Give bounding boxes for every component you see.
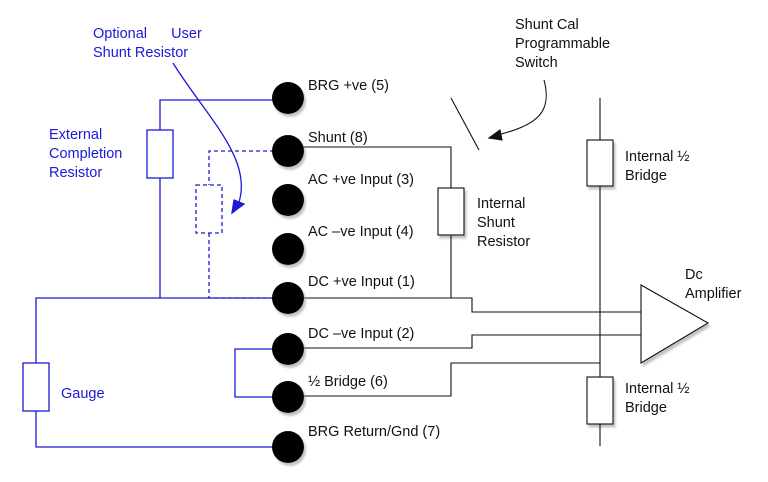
annotation-line: Bridge — [625, 400, 667, 416]
wire-dcpos-to-gauge — [35, 297, 160, 363]
optional-shunt-arrowhead-icon — [231, 199, 246, 215]
internal-shunt-resistor — [437, 187, 465, 236]
wire-shunt-to-optional — [208, 150, 288, 185]
annotation-line: Shunt — [477, 215, 515, 231]
label-ac-pos: AC +ve Input (3) — [308, 172, 414, 188]
annotation-optional-user-shunt: Optional User Shunt Resistor — [93, 26, 202, 61]
annotation-line: Internal ½ — [625, 381, 690, 397]
shunt-cal-arrowhead-icon — [487, 129, 503, 141]
internal-wiring — [288, 79, 710, 449]
optional-user-shunt-resistor — [195, 184, 223, 234]
wire-jumper-dcneg-halfbridge — [234, 348, 288, 398]
label-half-bridge: ½ Bridge (6) — [308, 374, 388, 390]
label-ac-neg: AC –ve Input (4) — [308, 224, 414, 240]
terminal-dc-pos[interactable] — [272, 282, 304, 314]
annotation-shunt-cal-switch: Shunt Cal Programmable Switch — [515, 17, 610, 71]
annotation-line: Dc — [685, 267, 703, 283]
annotation-line: Completion — [49, 146, 122, 162]
label-dc-neg: DC –ve Input (2) — [308, 326, 414, 342]
annotation-line: Shunt Resistor — [93, 45, 188, 61]
annotation-line: Amplifier — [685, 286, 742, 302]
wire-shunt-internal — [288, 146, 452, 188]
wire-half-bridge — [288, 362, 600, 397]
wire-optional-to-dc-pos — [208, 233, 288, 299]
label-brg-pos: BRG +ve (5) — [308, 78, 389, 94]
terminal-brg-pos[interactable] — [272, 82, 304, 114]
annotation-line: Bridge — [625, 168, 667, 184]
label-shunt: Shunt (8) — [308, 130, 368, 146]
gauge-resistor — [22, 362, 50, 412]
external-completion-resistor — [146, 129, 174, 179]
annotation-internal-half-bridge-bottom: Internal ½ Bridge — [625, 381, 690, 416]
internal-half-bridge-top-resistor — [586, 139, 614, 187]
shunt-cal-arrow — [496, 79, 547, 136]
dc-amplifier-triangle — [640, 284, 710, 364]
shunt-cal-switch — [450, 97, 480, 151]
optional-shunt-wiring — [195, 150, 288, 299]
wire-brg-pos-to-completion — [159, 99, 288, 130]
annotation-line: Resistor — [49, 165, 102, 181]
annotation-line: Optional User — [93, 26, 202, 42]
annotation-line: Resistor — [477, 234, 530, 250]
annotation-line: Internal ½ — [625, 149, 690, 165]
label-dc-pos: DC +ve Input (1) — [308, 274, 415, 290]
external-wiring — [22, 62, 288, 448]
terminal-ac-pos[interactable] — [272, 184, 304, 216]
label-brg-return: BRG Return/Gnd (7) — [308, 424, 440, 440]
internal-half-bridge-bottom-resistor — [586, 376, 614, 425]
wire-dc-pos-amp — [288, 297, 641, 313]
annotation-internal-shunt: Internal Shunt Resistor — [477, 196, 530, 250]
annotation-line: External — [49, 127, 102, 143]
annotation-external-completion: External Completion Resistor — [49, 127, 122, 181]
annotation-internal-half-bridge-top: Internal ½ Bridge — [625, 149, 690, 184]
annotation-dc-amplifier: Dc Amplifier — [685, 267, 742, 302]
annotation-gauge: Gauge — [61, 386, 105, 402]
annotation-line: Programmable — [515, 36, 610, 52]
annotation-line: Shunt Cal — [515, 17, 579, 33]
annotation-line: Switch — [515, 55, 558, 71]
terminal-brg-return[interactable] — [272, 431, 304, 463]
terminal-dc-neg[interactable] — [272, 333, 304, 365]
terminals — [272, 82, 304, 463]
wire-gauge-to-return — [35, 411, 288, 448]
terminal-shunt[interactable] — [272, 135, 304, 167]
annotation-line: Internal — [477, 196, 525, 212]
terminal-half-bridge[interactable] — [272, 381, 304, 413]
wire-dc-neg-amp — [288, 334, 641, 349]
wire-completion-to-dc-pos — [159, 178, 288, 299]
optional-shunt-arrow — [172, 62, 243, 206]
terminal-ac-neg[interactable] — [272, 233, 304, 265]
